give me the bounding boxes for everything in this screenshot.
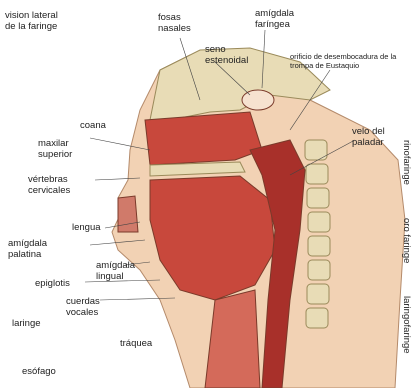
vertebra — [308, 260, 330, 280]
lips — [118, 196, 138, 232]
sphenoid-sinus — [242, 90, 274, 110]
label-maxilar-superior: maxilar superior — [38, 138, 72, 160]
vertebra — [306, 308, 328, 328]
label-rinofaringe: rinofaringe — [401, 140, 412, 185]
label-seno-esfenoidal: seno estenoidal — [205, 44, 248, 66]
vertebra — [308, 236, 330, 256]
vertebra — [307, 188, 329, 208]
label-fosas-nasales: fosas nasales — [158, 12, 191, 34]
label-orofaringe: oro faringe — [401, 218, 412, 263]
label-vertebras-cervicales: vértebras cervicales — [28, 174, 70, 196]
label-traquea: tráquea — [120, 338, 152, 349]
vertebra — [307, 284, 329, 304]
label-amigdala-faringea: amígdala faríngea — [255, 8, 294, 30]
label-amigdala-palatina: amígdala palatina — [8, 238, 47, 260]
vertebra — [306, 164, 328, 184]
label-laringofaringe: laringofaringe — [401, 296, 412, 354]
label-lengua: lengua — [72, 222, 101, 233]
label-velo-paladar: velo del paladar — [352, 126, 385, 148]
label-orificio-trompa: orificio de desembocadura de la trompa d… — [290, 52, 396, 70]
label-epiglotis: epiglotis — [35, 278, 70, 289]
diagram-title: vision lateral de la faringe — [5, 10, 58, 32]
vertebra — [308, 212, 330, 232]
label-amigdala-lingual: amígdala lingual — [96, 260, 135, 282]
label-laringe: laringe — [12, 318, 41, 329]
label-coana: coana — [80, 120, 106, 131]
label-cuerdas-vocales: cuerdas vocales — [66, 296, 100, 318]
label-esofago: esófago — [22, 366, 56, 377]
